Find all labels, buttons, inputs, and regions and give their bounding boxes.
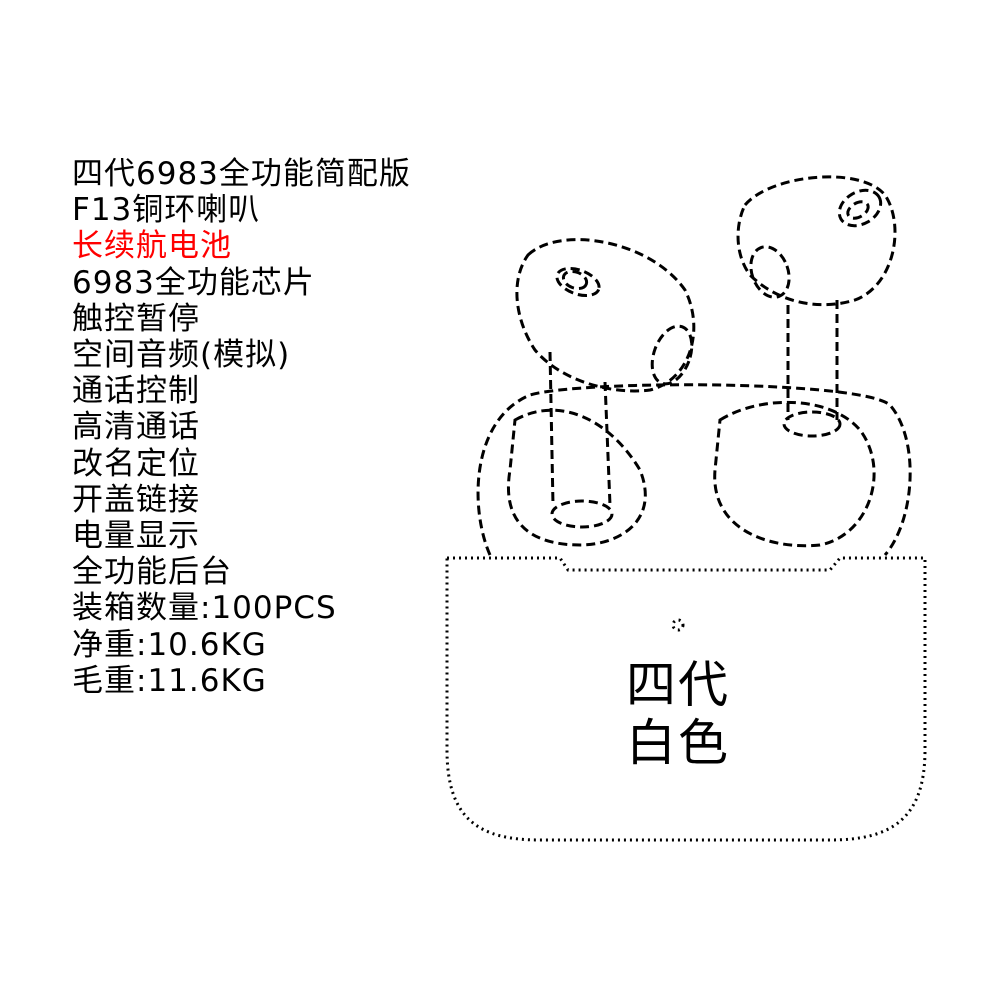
spec-item: 四代6983全功能简配版 [72, 156, 411, 192]
spec-item: 全功能后台 [72, 554, 232, 591]
case-label-color: 白色 [626, 714, 730, 772]
spec-item: 高清通话 [72, 409, 200, 446]
case-body-outline [445, 556, 927, 842]
spec-item: F13铜环喇叭 [72, 192, 261, 229]
spec-item: 通话控制 [72, 373, 200, 410]
spec-list: 四代6983全功能简配版 F13铜环喇叭 长续航电池 6983全功能芯片 触控暂… [72, 156, 411, 699]
right-earbud [736, 175, 897, 438]
spec-item: 改名定位 [72, 445, 200, 482]
spec-item: 开盖链接 [72, 481, 200, 518]
spec-item: 净重:10.6KG [72, 626, 267, 663]
spec-item: 电量显示 [72, 518, 200, 555]
left-earbud [515, 238, 696, 529]
spec-item: 6983全功能芯片 [72, 264, 315, 301]
spec-item-highlight: 长续航电池 [72, 228, 232, 265]
spec-item: 装箱数量:100PCS [72, 590, 337, 627]
case-lid-outline [476, 383, 912, 556]
case-label-generation: 四代 [626, 656, 730, 714]
spec-item: 空间音频(模拟) [72, 337, 291, 374]
spec-item: 触控暂停 [72, 300, 200, 337]
spec-item: 毛重:11.6KG [72, 662, 267, 699]
